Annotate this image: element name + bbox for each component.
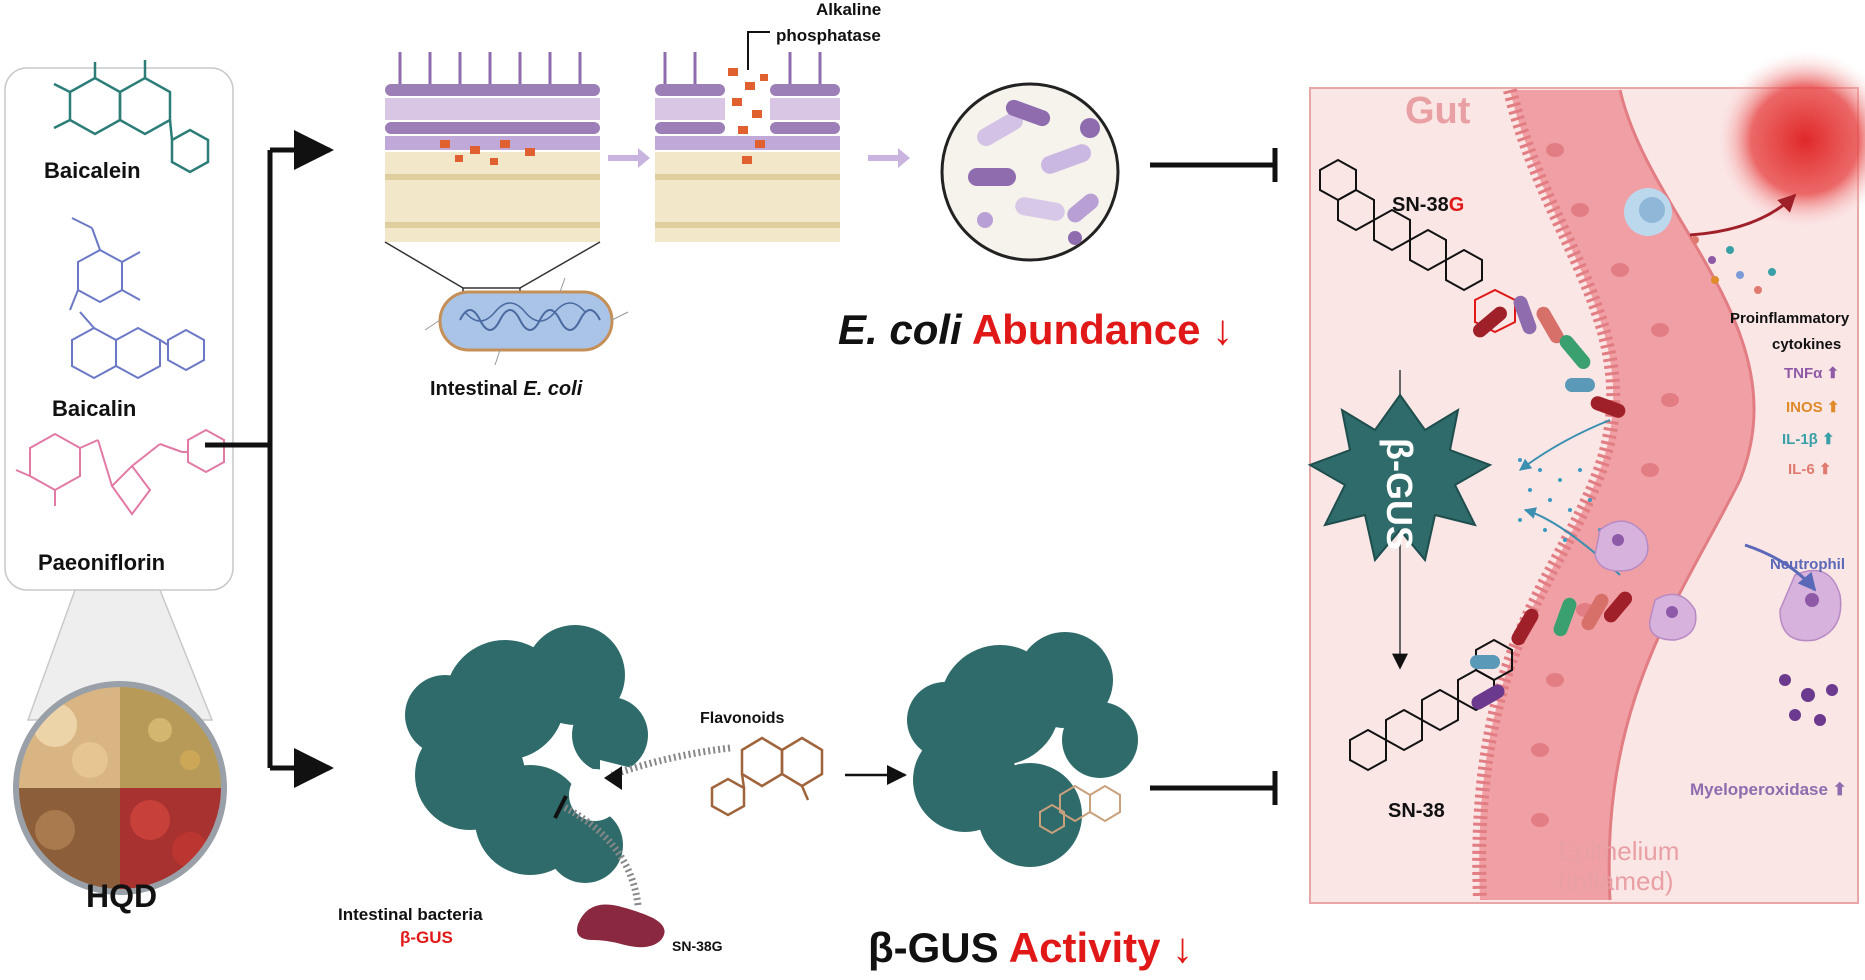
progress-arrow-1 [608,148,650,168]
membrane-intact [385,52,600,242]
progress-arrow-2 [868,148,910,168]
bacteria-label-species: E. coli [523,378,583,400]
enzyme-label-line1: Alkaline [816,0,882,19]
cytokine-il6: IL-6 ⬆ [1788,461,1832,478]
bound-flavonoid [1039,784,1121,835]
myeloperoxidase-granules [1779,674,1838,726]
outcome-activity-arrow: ↓ [1172,924,1194,971]
enzyme-label-line2: phosphatase [776,26,881,45]
sn38g-inhibit-path [558,801,642,906]
cytokine-tnfa: TNFα ⬆ [1784,365,1840,382]
baicalin-structure [69,217,205,380]
sn38g-label: SN-38G [1392,194,1464,217]
cytokine-dots [1691,236,1776,294]
gut-title: Gut [1405,90,1471,132]
membrane-disrupted [655,31,840,242]
star-label: β-GUS [1379,438,1420,550]
flavonoid-inhibit-path [610,744,731,779]
sn38g-label-suffix: G [1448,194,1465,216]
bacteria-label-prefix: Intestinal [430,378,524,400]
outcome-activity: β-GUS Activity ↓ [868,924,1193,972]
compound-label-paeoniflorin: Paeoniflorin [38,550,166,575]
outcome-enzyme: β-GUS [868,924,999,971]
myeloperoxidase-label: Myeloperoxidase ⬆ [1690,780,1847,799]
outcome-organism: E. coli [838,306,962,353]
cytokine-il1b: IL-1β ⬆ [1782,431,1835,448]
callout-wedge [26,589,214,721]
release-arrow-upper [1519,419,1611,471]
inhibit-bottom [1150,771,1278,805]
beta-gus-star [1307,393,1493,563]
glucuronide-ring [1474,288,1516,334]
epithelium-label-1: Epithelium [1558,836,1680,866]
beta-gus-label: β-GUS [400,928,453,947]
sn38g-substrate-label: SN-38G [672,938,723,954]
neutrophil-migration-arrow [1744,543,1817,592]
cytokine-inos: INOS ⬆ [1786,399,1840,416]
beta-gus-enzyme-open [405,625,648,883]
ecoli-cell [424,277,629,366]
cytokines-heading-2: cytokines [1772,336,1842,353]
cytokines-heading-1: Proinflammatory [1730,310,1850,327]
epithelium-wall [1479,90,1755,900]
immune-cell-top [1624,188,1672,236]
sn38g-structure [1319,158,1483,292]
sn38g-label-prefix: SN-38 [1392,194,1449,216]
baicalein-structure [53,60,210,174]
outcome-abundance: E. coli Abundance ↓ [838,306,1233,354]
formula-label: HQD [86,878,158,914]
microscope-view [940,82,1120,262]
enzyme-particles [1518,458,1602,542]
paeoniflorin-structure [15,428,225,516]
flavonoids-label: Flavonoids [700,710,785,727]
beta-gus-enzyme-blocked [907,632,1138,867]
outcome-activity-measure: Activity [1008,924,1161,971]
inflammation-glow [1715,50,1865,230]
inhibit-top [1150,148,1278,182]
bacteria-label: Intestinal E. coli [430,378,582,401]
sn38-label: SN-38 [1388,800,1445,822]
intestinal-bacteria-label: Intestinal bacteria [338,905,483,924]
herb-photo [16,684,224,892]
inflammation-arrow [1689,193,1797,237]
compound-label-baicalein: Baicalein [44,158,141,183]
epithelium-label-2: (inflamed) [1558,866,1674,896]
outcome-arrow: ↓ [1212,306,1234,353]
compound-panel [4,67,234,591]
flavonoid-molecule [710,736,824,817]
gut-bacteria [1470,295,1633,710]
branch-arrows [205,130,334,788]
sn38g-blob [577,904,665,948]
neutrophil-label: Neutrophil [1770,556,1845,573]
compound-label-baicalin: Baicalin [52,396,137,421]
outcome-measure: Abundance [971,306,1201,353]
